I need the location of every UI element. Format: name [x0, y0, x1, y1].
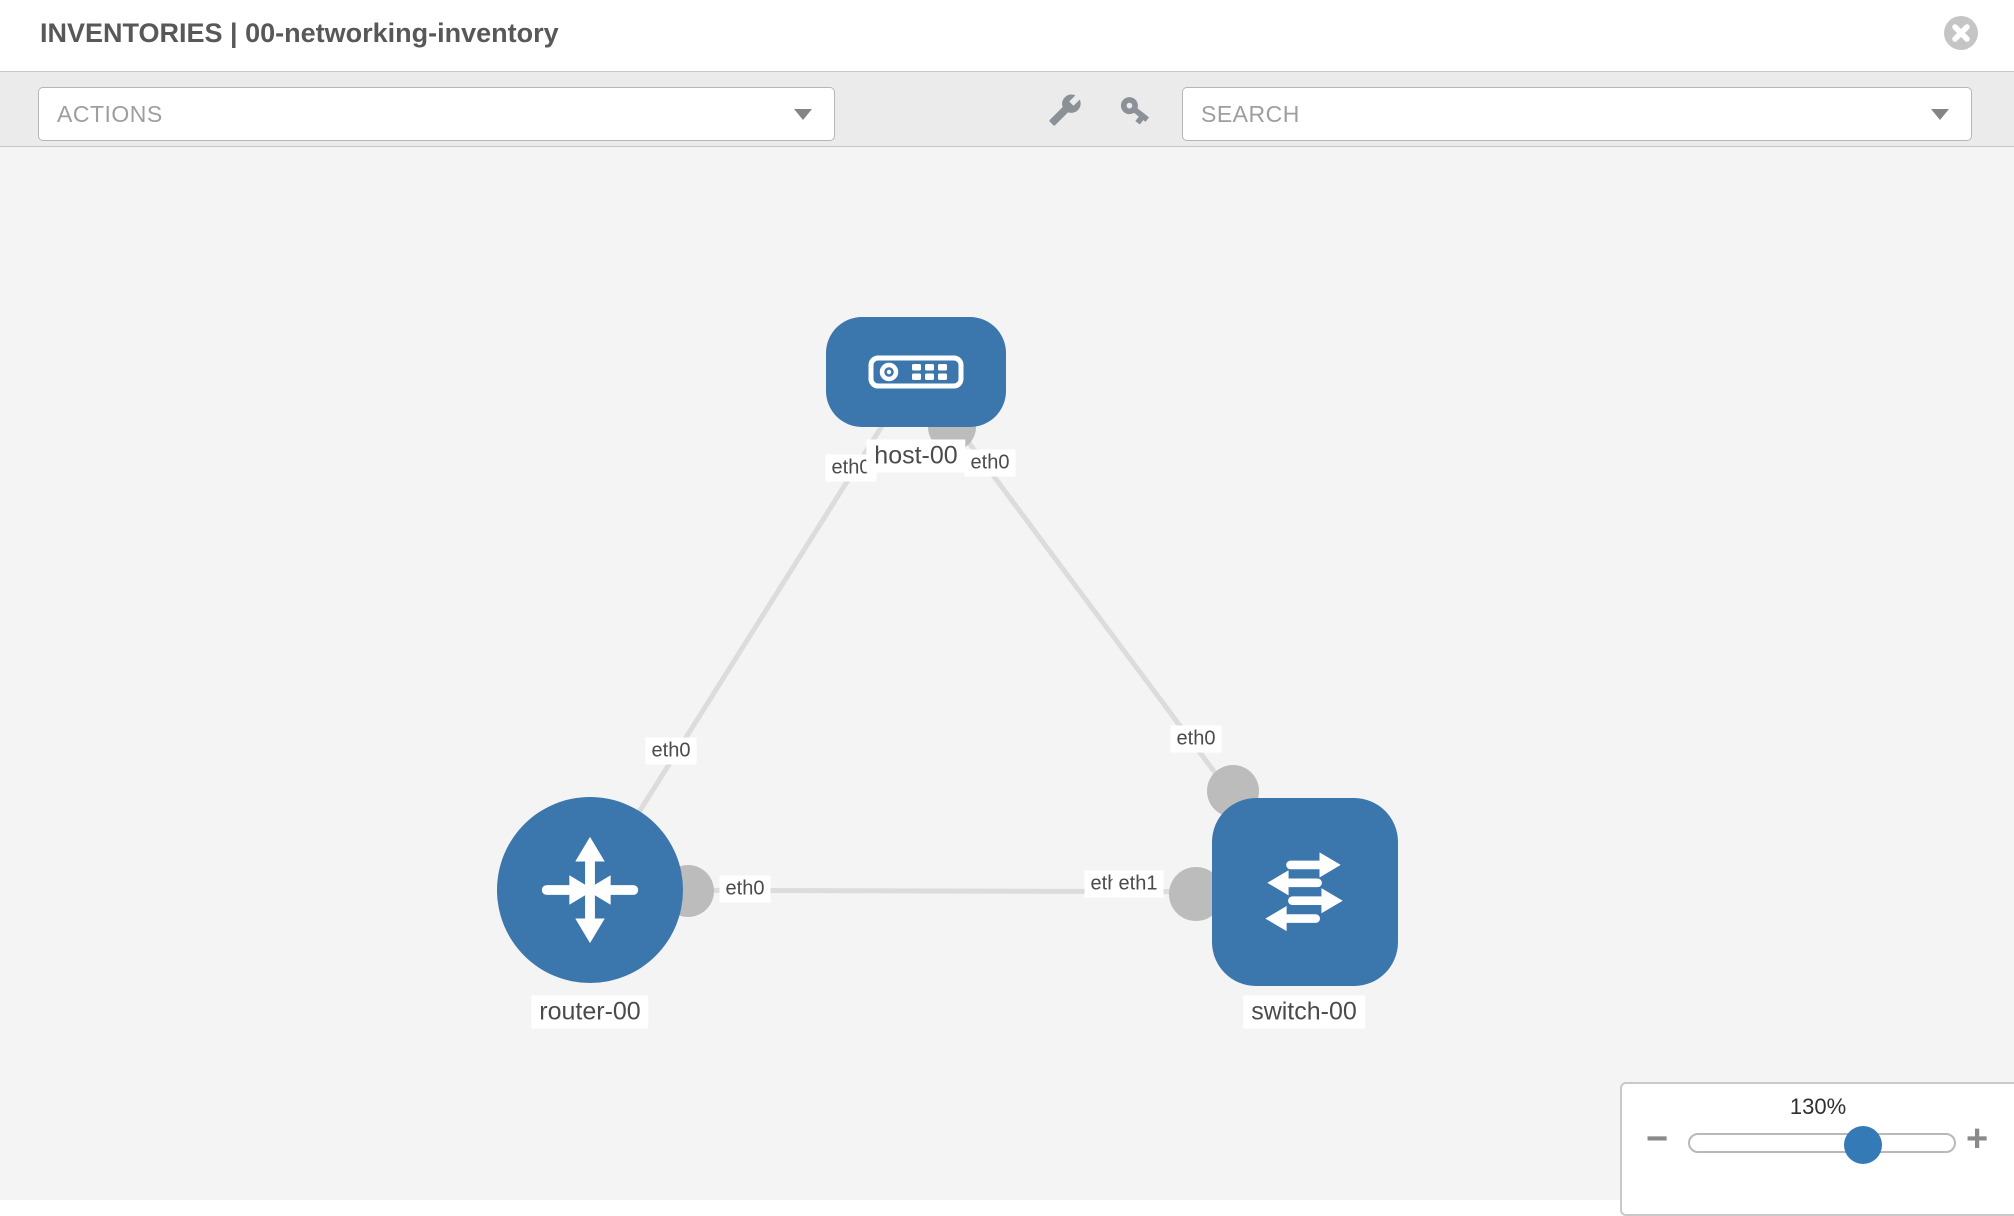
topology-canvas[interactable]: [0, 147, 2014, 1200]
close-icon[interactable]: [1944, 16, 1978, 50]
if-label-router-eth0-right: eth0: [719, 875, 771, 903]
zoom-slider-handle[interactable]: [1844, 1126, 1882, 1164]
switch-icon: [1247, 834, 1363, 950]
header: INVENTORIES | 00-networking-inventory: [0, 0, 2014, 71]
if-label-host-eth0-right: eth0: [964, 449, 1016, 477]
zoom-level-value: 130%: [1789, 1094, 1847, 1119]
port-stub-switch-left: [1169, 867, 1223, 921]
zoom-out-icon[interactable]: −: [1646, 1118, 1669, 1160]
page-title: INVENTORIES | 00-networking-inventory: [40, 18, 559, 48]
search-dropdown-label: SEARCH: [1201, 101, 1300, 127]
if-label-switch-eth0-up: eth0: [1170, 725, 1222, 753]
search-dropdown[interactable]: SEARCH: [1182, 87, 1972, 141]
if-label-switch-eth1: eth1: [1112, 870, 1164, 898]
chevron-down-icon: [1931, 109, 1949, 120]
zoom-slider-track[interactable]: [1688, 1133, 1956, 1153]
actions-dropdown-label: ACTIONS: [57, 101, 163, 127]
node-host-00[interactable]: [826, 317, 1006, 427]
node-label-host-00: host-00: [866, 439, 966, 473]
zoom-in-icon[interactable]: +: [1966, 1118, 1989, 1160]
node-label-switch-00: switch-00: [1243, 995, 1365, 1029]
actions-dropdown[interactable]: ACTIONS: [38, 87, 835, 141]
host-icon: [868, 355, 964, 389]
node-label-router-00: router-00: [531, 995, 649, 1029]
chevron-down-icon: [794, 109, 812, 120]
toolbar: ACTIONS SEARCH: [0, 71, 2014, 147]
zoom-panel: 130% − +: [1620, 1082, 2014, 1216]
node-switch-00[interactable]: [1212, 798, 1398, 986]
if-label-router-eth0-up: eth0: [645, 737, 697, 765]
node-router-00[interactable]: [497, 797, 683, 983]
router-icon: [531, 831, 649, 949]
wrench-icon[interactable]: [1048, 93, 1082, 127]
key-icon[interactable]: [1118, 93, 1152, 127]
